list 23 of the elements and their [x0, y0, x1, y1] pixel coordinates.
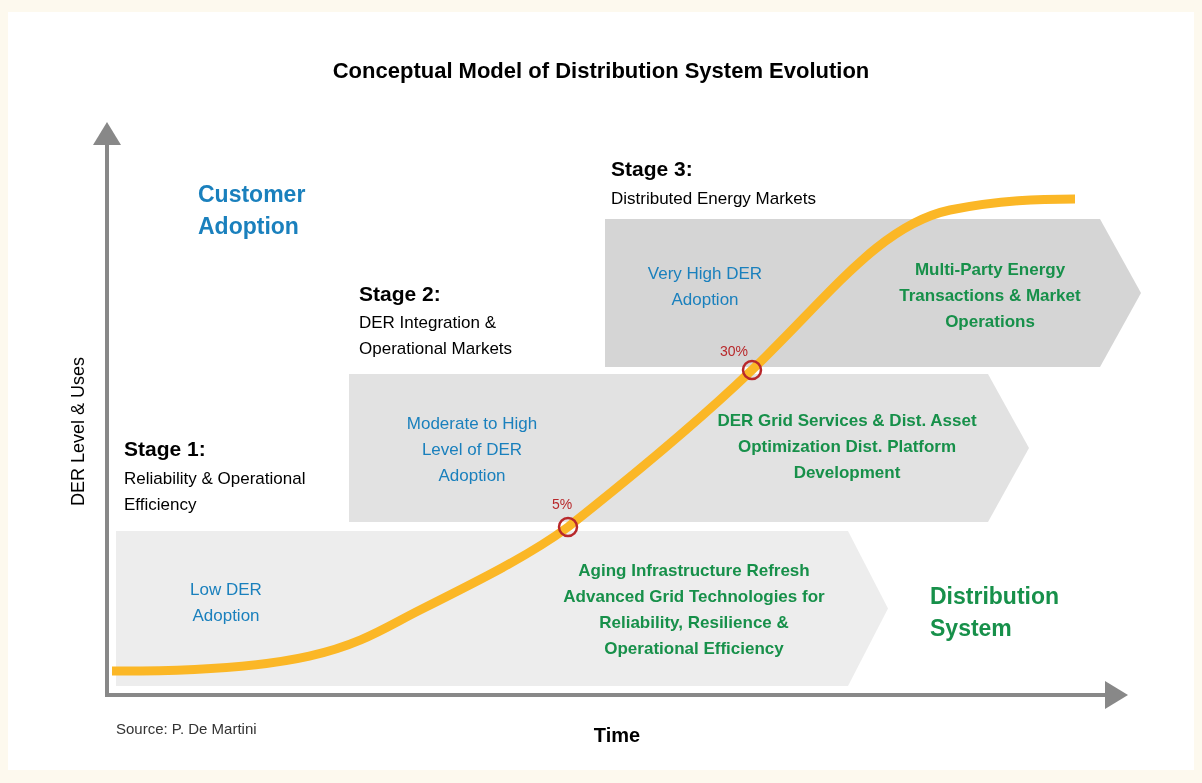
axis-title: Time	[592, 723, 642, 748]
stage-band	[349, 374, 1029, 522]
stage-subtitle: Reliability & Operational Efficiency	[124, 468, 307, 516]
axis-caption: Customer Adoption	[198, 180, 307, 241]
diagram-title: Conceptual Model of Distribution System Evolution	[332, 58, 870, 83]
stage-heading: Stage 2:	[359, 281, 441, 307]
adoption-text: Low DER Adoption	[189, 579, 263, 627]
stage-band	[116, 531, 888, 686]
stage-heading: Stage 1:	[124, 436, 206, 462]
percent-label: 5%	[552, 495, 573, 514]
source-note: Source: P. De Martini	[116, 719, 257, 739]
adoption-text: Moderate to High Level of DER Adoption	[405, 413, 539, 487]
system-text: Multi-Party Energy Transactions & Market Operations	[898, 259, 1082, 333]
axis-title: DER Level & Uses	[66, 355, 89, 509]
system-text: Aging Infrastructure Refresh Advanced Grid Technologies for Reliability, Resilience & Operational Efficiency	[562, 560, 826, 660]
percent-label: 30%	[720, 342, 749, 361]
system-text: DER Grid Services & Dist. Asset Optimization Dist. Platform Development	[717, 410, 977, 484]
stage-band	[605, 219, 1141, 367]
axis-caption: Distribution System	[930, 582, 1061, 643]
stage-heading: Stage 3:	[611, 156, 693, 182]
stage-subtitle: Distributed Energy Markets	[611, 188, 817, 210]
adoption-text: Very High DER Adoption	[646, 263, 764, 311]
stage-subtitle: DER Integration & Operational Markets	[359, 312, 514, 360]
